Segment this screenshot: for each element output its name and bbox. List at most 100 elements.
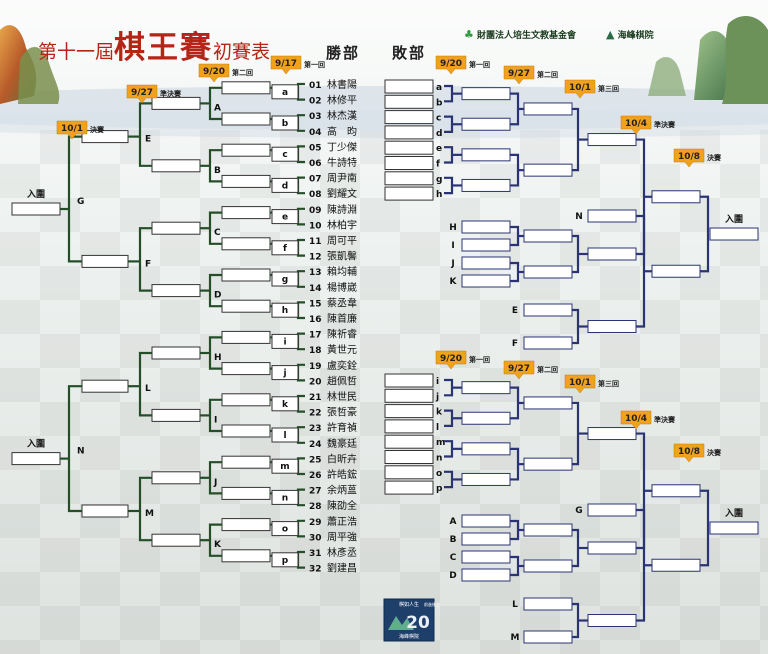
round2-box[interactable]: [221, 206, 271, 220]
round1-box[interactable]: [271, 458, 299, 474]
round1-box[interactable]: [271, 427, 299, 443]
losers-dropin-box[interactable]: [461, 274, 511, 288]
round1-box[interactable]: [271, 396, 299, 412]
losers-source-box[interactable]: [384, 465, 434, 480]
qualifier-box[interactable]: [709, 227, 759, 241]
round1-box[interactable]: [271, 521, 299, 537]
losers-r1-box[interactable]: [461, 442, 511, 456]
qualifier-box[interactable]: [11, 452, 61, 466]
losers-r3-box[interactable]: [587, 133, 637, 147]
losers-source-box[interactable]: [384, 171, 434, 186]
losers-dropin-box[interactable]: [461, 550, 511, 564]
round1-box[interactable]: [271, 84, 299, 100]
round1-box[interactable]: [271, 240, 299, 256]
round4-box[interactable]: [81, 379, 129, 393]
qualifier-box[interactable]: [11, 202, 61, 216]
losers-source-box[interactable]: [384, 140, 434, 155]
losers-dropin-box[interactable]: [587, 503, 637, 517]
round4-box[interactable]: [81, 504, 129, 518]
losers-dropin-box[interactable]: [461, 514, 511, 528]
round2-box[interactable]: [221, 549, 271, 563]
round2-box[interactable]: [221, 112, 271, 126]
losers-r1-box[interactable]: [461, 148, 511, 162]
round2-box[interactable]: [221, 268, 271, 282]
losers-source-box[interactable]: [384, 373, 434, 388]
round2-box[interactable]: [221, 455, 271, 469]
losers-r2-box[interactable]: [523, 229, 573, 243]
losers-r1-box[interactable]: [461, 178, 511, 192]
losers-r3-box[interactable]: [587, 427, 637, 441]
losers-r1-box[interactable]: [461, 411, 511, 425]
losers-r2-box[interactable]: [523, 559, 573, 573]
losers-dropin-box[interactable]: [523, 336, 573, 350]
round1-box[interactable]: [271, 146, 299, 162]
round3-box[interactable]: [151, 408, 201, 422]
round2-box[interactable]: [221, 393, 271, 407]
losers-r2-box[interactable]: [523, 396, 573, 410]
losers-dropin-box[interactable]: [523, 303, 573, 317]
round2-box[interactable]: [221, 330, 271, 344]
round2-box[interactable]: [221, 143, 271, 157]
round1-box[interactable]: [271, 271, 299, 287]
losers-source-box[interactable]: [384, 480, 434, 495]
round1-box[interactable]: [271, 115, 299, 131]
losers-source-box[interactable]: [384, 186, 434, 201]
round1-box[interactable]: [271, 365, 299, 381]
round2-box[interactable]: [221, 174, 271, 188]
losers-r1-box[interactable]: [461, 472, 511, 486]
round2-box[interactable]: [221, 299, 271, 313]
round4-box[interactable]: [81, 130, 129, 144]
losers-r2-box[interactable]: [523, 523, 573, 537]
losers-dropin-box[interactable]: [461, 532, 511, 546]
losers-r2-box[interactable]: [523, 163, 573, 177]
losers-source-box[interactable]: [384, 419, 434, 434]
losers-dropin-box[interactable]: [523, 630, 573, 644]
round4-box[interactable]: [81, 254, 129, 268]
losers-source-box[interactable]: [384, 388, 434, 403]
round1-box[interactable]: [271, 177, 299, 193]
losers-source-box[interactable]: [384, 79, 434, 94]
round1-box[interactable]: [271, 489, 299, 505]
losers-r2-box[interactable]: [523, 102, 573, 116]
losers-dropin-box[interactable]: [461, 256, 511, 270]
losers-semifinal-box[interactable]: [651, 190, 701, 204]
round2-box[interactable]: [221, 81, 271, 95]
losers-r1-box[interactable]: [461, 117, 511, 131]
round1-box[interactable]: [271, 302, 299, 318]
losers-source-box[interactable]: [384, 156, 434, 170]
round3-box[interactable]: [151, 284, 201, 298]
losers-semifinal-box[interactable]: [651, 264, 701, 278]
round3-box[interactable]: [151, 533, 201, 547]
round2-box[interactable]: [221, 362, 271, 376]
losers-r3-box[interactable]: [587, 541, 637, 555]
round3-box[interactable]: [151, 96, 201, 110]
losers-r2-box[interactable]: [523, 457, 573, 471]
losers-r1-box[interactable]: [461, 381, 511, 395]
losers-source-box[interactable]: [384, 125, 434, 140]
round1-box[interactable]: [271, 552, 299, 568]
round2-box[interactable]: [221, 237, 271, 251]
losers-source-box[interactable]: [384, 450, 434, 464]
losers-source-box[interactable]: [384, 94, 434, 109]
losers-source-box[interactable]: [384, 404, 434, 419]
round3-box[interactable]: [151, 159, 201, 173]
losers-r1-box[interactable]: [461, 87, 511, 101]
losers-dropin-box[interactable]: [523, 597, 573, 611]
round2-box[interactable]: [221, 424, 271, 438]
round1-box[interactable]: [271, 209, 299, 225]
losers-dropin-box[interactable]: [461, 220, 511, 234]
losers-dropin-box[interactable]: [461, 568, 511, 582]
losers-semifinal-box[interactable]: [651, 484, 701, 498]
losers-source-box[interactable]: [384, 110, 434, 125]
round2-box[interactable]: [221, 518, 271, 532]
losers-dropin-box[interactable]: [461, 238, 511, 252]
losers-r3-box[interactable]: [587, 614, 637, 627]
losers-r2-box[interactable]: [523, 265, 573, 279]
round1-box[interactable]: [271, 333, 299, 349]
losers-dropin-box[interactable]: [587, 209, 637, 223]
qualifier-box[interactable]: [709, 521, 759, 535]
round3-box[interactable]: [151, 221, 201, 235]
losers-r3-box[interactable]: [587, 247, 637, 261]
losers-source-box[interactable]: [384, 434, 434, 449]
round3-box[interactable]: [151, 346, 201, 360]
